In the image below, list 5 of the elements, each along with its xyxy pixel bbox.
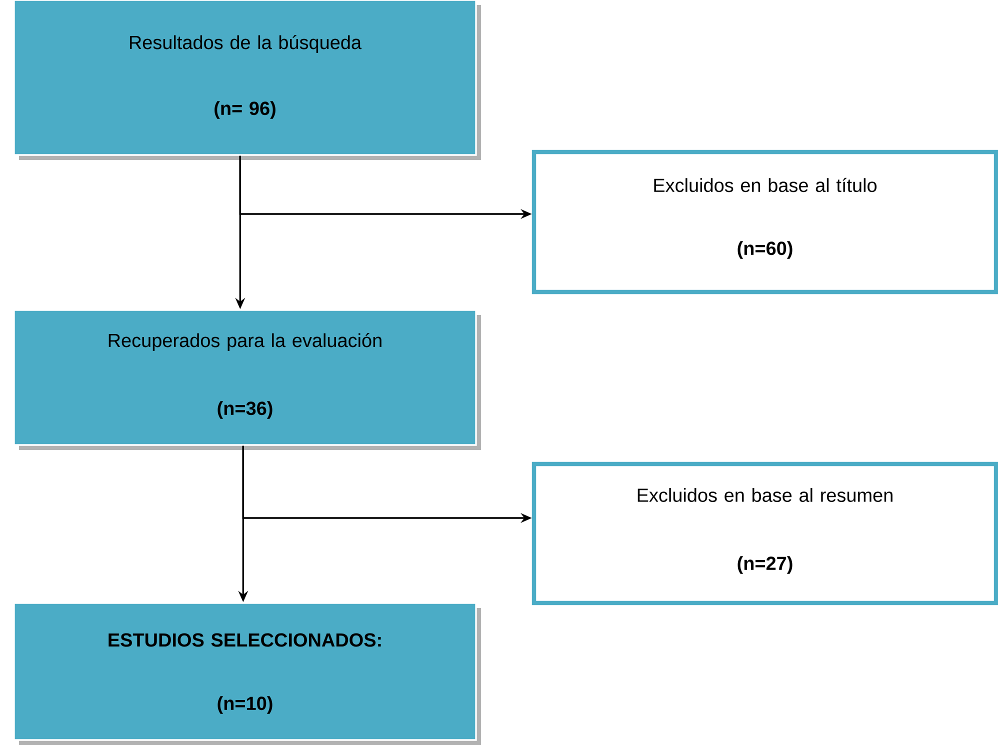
process-box: Recuperados para la evaluación (n=36) bbox=[13, 309, 481, 450]
process-box: ESTUDIOS SELECCIONADOS: (n=10) bbox=[13, 602, 481, 745]
process-box: Resultados de la búsqueda (n= 96) bbox=[13, 0, 481, 160]
exclusion-box: Excluidos en base al resumen (n=27) bbox=[532, 462, 998, 606]
exclusion-box: Excluidos en base al título (n=60) bbox=[532, 150, 998, 294]
